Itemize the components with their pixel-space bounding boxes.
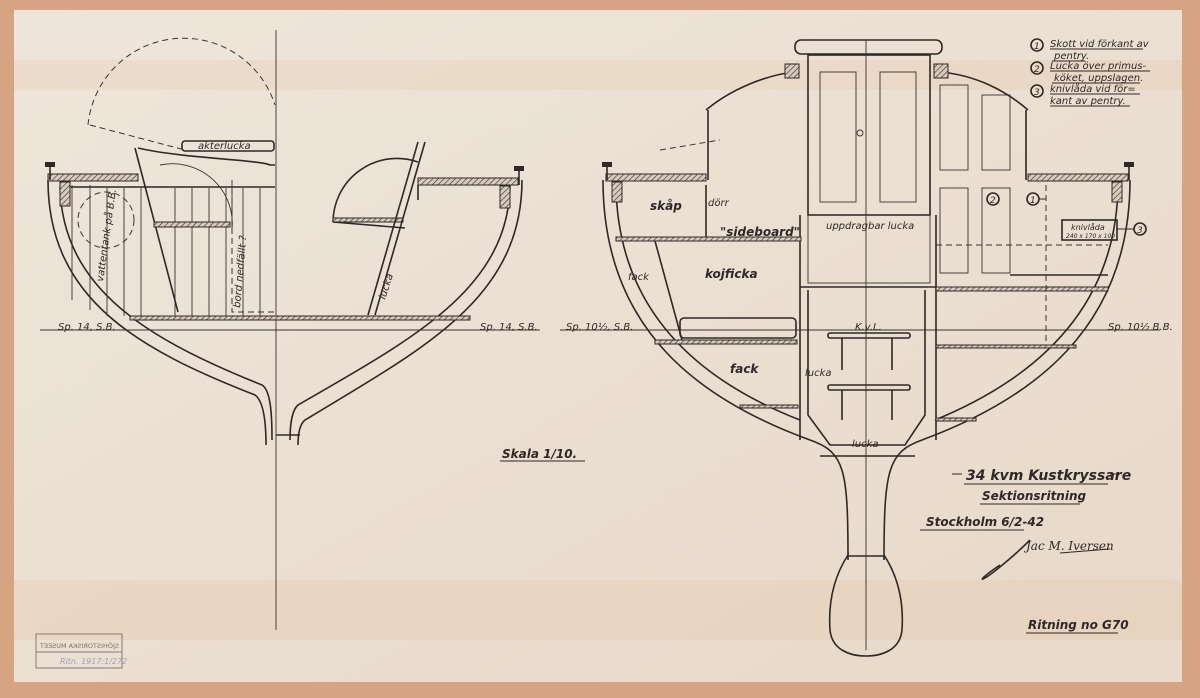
left-hull-section (40, 30, 540, 630)
label-knivlada-dimensions: 240 x 170 x 100 (1066, 233, 1115, 240)
label-akterlucka: akterlucka (198, 141, 251, 152)
title-block: 34 kvm Kustkryssare Sektionsritning Stoc… (920, 468, 1131, 634)
svg-text:knivlåda vid för=: knivlåda vid för= (1050, 82, 1136, 95)
cabin-top (794, 39, 943, 55)
drawing-subtitle: Sektionsritning (982, 489, 1087, 503)
callout-1: 1 (1026, 192, 1046, 206)
cabin-roof-starboard (939, 71, 1029, 111)
note-3: 3 knivlåda vid för= kant av pentry. (1030, 82, 1140, 107)
label-sideboard: "sideboard" (720, 225, 800, 239)
svg-text:pentry.: pentry. (1053, 51, 1089, 62)
callout-3: 3 (1117, 222, 1147, 236)
svg-text:köket, uppslagen.: köket, uppslagen. (1054, 73, 1143, 84)
label-dorr: dörr (708, 198, 730, 209)
svg-text:Ritn. 1917:1/272: Ritn. 1917:1/272 (60, 657, 127, 666)
drawing-number: Ritning no G70 (1028, 618, 1129, 632)
companion-ladder (134, 147, 179, 313)
svg-text:1: 1 (1034, 42, 1040, 52)
berth-back (654, 240, 683, 341)
hull-inner-starboard (289, 185, 511, 441)
hatch-prop (374, 141, 426, 316)
svg-text:SJÖHISTORISKA MUSEET: SJÖHISTORISKA MUSEET (40, 641, 119, 650)
station-label: Sp. 10½, S.B. (566, 321, 633, 333)
label-knivlada: knivlåda (1071, 222, 1105, 232)
label-uppdragbar-lucka: uppdragbar lucka (826, 221, 914, 232)
label-lucka: lucka (805, 368, 832, 379)
right-section-labels: skåp dörr "sideboard" uppdragbar lucka f… (566, 192, 1173, 450)
label-kojficka: kojficka (705, 267, 758, 281)
label-kvl: K.v.L. (855, 322, 882, 333)
ceiling-planking (71, 185, 261, 316)
station-label: Sp. 10½ B.B. (1108, 321, 1173, 333)
svg-text:Skott vid förkant av: Skott vid förkant av (1050, 39, 1150, 50)
hull-outer-starboard (883, 179, 1131, 561)
place-date: Stockholm 6/2-42 (926, 515, 1044, 529)
notes-legend: 1 Skott vid förkant av pentry. 2 Lucka ö… (1030, 38, 1150, 107)
callout-2: 2 (986, 192, 1000, 206)
svg-text:2: 2 (1034, 65, 1040, 75)
label-fack: fack (628, 272, 650, 283)
hatch-swing-arc (87, 37, 276, 126)
hull-outer-port (602, 179, 849, 561)
svg-text:Lucka över primus-: Lucka över primus- (1050, 61, 1147, 72)
museum-stamp: SJÖHISTORISKA MUSEET Ritn. 1917:1/272 (35, 633, 127, 669)
drawing-title: 34 kvm Kustkryssare (966, 468, 1131, 484)
station-label: Sp. 14, S.B. (58, 322, 116, 333)
svg-text:2: 2 (990, 196, 996, 206)
engine-box (807, 290, 926, 446)
aft-hatch (181, 140, 275, 152)
keel-bulb (828, 552, 904, 657)
svg-text:kant av pentry.: kant av pentry. (1050, 96, 1126, 107)
hull-outer-port (47, 179, 267, 446)
label-skap: skåp (650, 199, 682, 213)
paper-stain (14, 580, 1182, 640)
water-tank-outline (77, 191, 135, 249)
svg-text:3: 3 (1137, 226, 1143, 236)
hull-outer-starboard (297, 179, 523, 446)
svg-text:1: 1 (1030, 196, 1036, 206)
right-hull-section (560, 39, 1160, 657)
uppdragbar-lucka-panel (807, 214, 931, 284)
svg-text:3: 3 (1034, 88, 1040, 98)
label-fack: fack (730, 362, 759, 376)
hull-inner-port (59, 185, 273, 441)
scale-label: Skala 1/10. (502, 447, 577, 461)
note-2: 2 Lucka över primus- köket, uppslagen. (1030, 61, 1150, 84)
signature: Jac M. Iversen (981, 539, 1114, 580)
note-1: 1 Skott vid förkant av pentry. (1030, 38, 1150, 62)
paper-stain (14, 60, 1182, 90)
lucka-swing-arc (332, 157, 419, 223)
svg-text:Jac M. Iversen: Jac M. Iversen (1023, 539, 1114, 553)
label-lucka: lucka (852, 439, 879, 450)
station-label: Sp. 14, S.B. (480, 322, 538, 333)
